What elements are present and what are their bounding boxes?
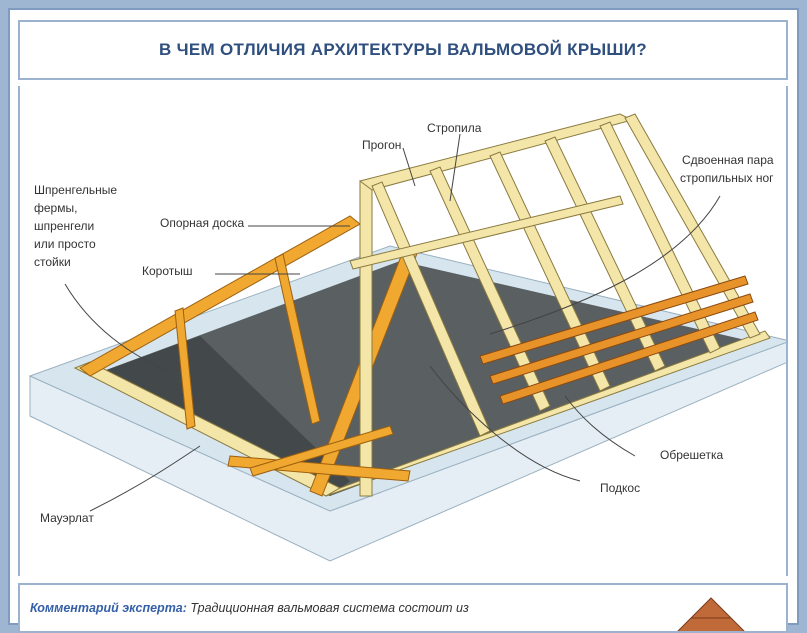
comment-body: Традиционная вальмовая система состоит и… [190,601,469,615]
label-progon: Прогон [362,138,402,152]
label-mauerlat: Мауэрлат [40,511,94,525]
mauerlat-right [325,330,771,497]
jack-rafter-1 [174,307,196,430]
label-sdvoennaya-line2: стропильных ног [680,171,774,185]
label-shprengel-line4: или просто [34,237,96,251]
label-obreshetka: Обрешетка [660,448,724,462]
label-stropila: Стропила [427,121,482,135]
label-sdvoennaya-line1: Сдвоенная пара [682,153,774,167]
label-shprengel-line1: Шпренгельные [34,183,118,197]
king-post [359,180,373,497]
jack-rafter-2 [274,253,321,425]
interior-shadow [90,336,350,496]
label-shprengel-line2: фермы, [34,201,78,215]
label-shprengel-line3: шпренгели [34,219,95,233]
comment-box: Комментарий эксперта: Традиционная вальм… [18,583,788,633]
label-podkos: Подкос [600,481,641,495]
purlin [349,195,624,270]
label-opornaya: Опорная доска [160,216,245,230]
label-shprengel-line5: стойки [34,255,71,269]
strut-bottom-2 [249,425,394,477]
label-korotysh: Коротыш [142,264,193,278]
roof-thumbnail [677,597,745,631]
comment-text: Комментарий эксперта: Традиционная вальм… [30,601,469,615]
title-box: В ЧЕМ ОТЛИЧИЯ АРХИТЕКТУРЫ ВАЛЬМОВОЙ КРЫШ… [18,20,788,80]
battens [479,275,759,405]
diagram-panel: Шпренгельные фермы, шпренгели или просто… [18,86,788,576]
page-title: В ЧЕМ ОТЛИЧИЯ АРХИТЕКТУРЫ ВАЛЬМОВОЙ КРЫШ… [158,40,647,59]
roof-diagram [28,113,786,562]
comment-label: Комментарий эксперта: [30,601,187,615]
label-sdvoennaya: Сдвоенная пара стропильных ног [680,151,774,187]
label-shprengel: Шпренгельные фермы, шпренгели или просто… [34,181,117,271]
